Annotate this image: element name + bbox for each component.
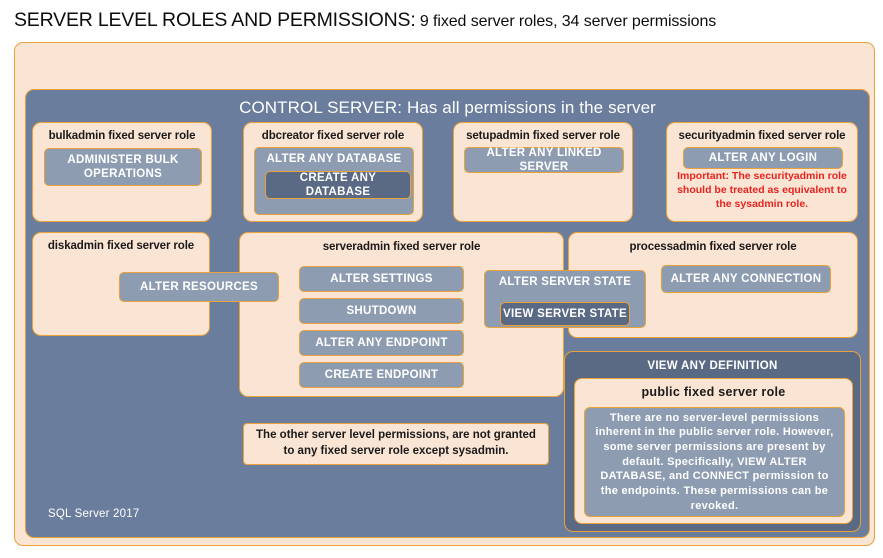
- public-role-description: There are no server-level permissions in…: [584, 407, 845, 517]
- role-box-bulkadmin: bulkadmin fixed server role ADMINISTER B…: [32, 122, 212, 222]
- role-box-dbcreator: dbcreator fixed server role ALTER ANY DA…: [243, 122, 423, 222]
- other-permissions-note: The other server level permissions, are …: [243, 423, 549, 465]
- permission-create-any-database: CREATE ANY DATABASE: [265, 171, 411, 199]
- securityadmin-warning-text: Important: The securityadmin role should…: [677, 170, 847, 210]
- role-title-processadmin: processadmin fixed server role: [629, 241, 797, 253]
- page-title-rest: 9 fixed server roles, 34 server permissi…: [415, 13, 717, 30]
- role-box-setupadmin: setupadmin fixed server role ALTER ANY L…: [453, 122, 633, 222]
- role-title-securityadmin: securityadmin fixed server role: [678, 130, 846, 142]
- role-title-bulkadmin: bulkadmin fixed server role: [48, 130, 196, 142]
- permission-view-any-definition: VIEW ANY DEFINITION public fixed server …: [564, 351, 861, 532]
- sql-server-version-label: SQL Server 2017: [48, 508, 140, 520]
- page-title-strong: SERVER LEVEL ROLES AND PERMISSIONS:: [14, 9, 416, 31]
- role-title-public: public fixed server role: [641, 385, 786, 399]
- permission-alter-any-database-label: ALTER ANY DATABASE: [266, 153, 402, 165]
- permission-alter-server-state-label: ALTER SERVER STATE: [498, 276, 632, 288]
- permission-alter-resources: ALTER RESOURCES: [119, 272, 279, 302]
- permission-view-any-definition-label: VIEW ANY DEFINITION: [647, 360, 778, 372]
- page-title: SERVER LEVEL ROLES AND PERMISSIONS: 9 fi…: [14, 9, 874, 35]
- permission-alter-settings: ALTER SETTINGS: [299, 266, 464, 292]
- permission-alter-any-linked-server: ALTER ANY LINKED SERVER: [464, 147, 624, 173]
- permission-alter-any-login: ALTER ANY LOGIN: [683, 147, 843, 169]
- control-server-label: CONTROL SERVER: Has all permissions in t…: [239, 98, 656, 117]
- role-box-serveradmin: serveradmin fixed server role ALTER SETT…: [239, 232, 564, 397]
- permission-administer-bulk-operations: ADMINISTER BULK OPERATIONS: [44, 148, 202, 186]
- role-title-serveradmin: serveradmin fixed server role: [322, 241, 481, 253]
- role-title-dbcreator: dbcreator fixed server role: [261, 130, 405, 142]
- role-box-securityadmin: securityadmin fixed server role ALTER AN…: [666, 122, 858, 222]
- permission-create-endpoint: CREATE ENDPOINT: [299, 362, 464, 388]
- role-title-diskadmin: diskadmin fixed server role: [47, 240, 195, 252]
- role-title-setupadmin: setupadmin fixed server role: [466, 130, 620, 142]
- permission-alter-any-connection: ALTER ANY CONNECTION: [661, 265, 831, 293]
- role-box-public: public fixed server role There are no se…: [574, 378, 853, 524]
- permission-view-server-state: VIEW SERVER STATE: [500, 302, 630, 326]
- permission-shutdown: SHUTDOWN: [299, 298, 464, 324]
- permission-alter-any-endpoint: ALTER ANY ENDPOINT: [299, 330, 464, 356]
